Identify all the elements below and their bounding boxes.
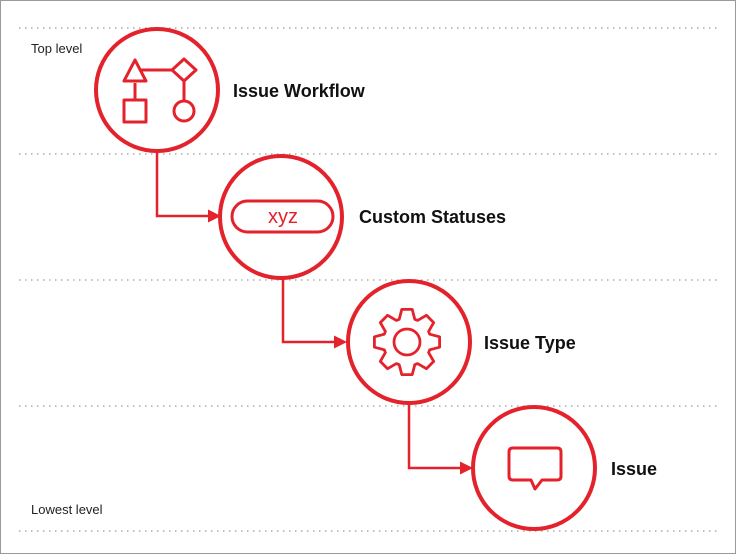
node-label-statuses: Custom Statuses — [359, 207, 507, 227]
node-circle-workflow — [94, 27, 220, 153]
status-pill-icon: xyz — [230, 199, 335, 234]
node-label-issue: Issue — [611, 459, 658, 479]
top-level-label: Top level — [31, 41, 83, 56]
node-label-issue-type: Issue Type — [484, 333, 576, 353]
arrowhead — [334, 335, 347, 349]
arrowhead — [208, 209, 221, 223]
status-pill-text: xyz — [268, 206, 298, 228]
lowest-level-label: Lowest level — [31, 502, 103, 517]
workflow-icon — [122, 57, 198, 124]
arrowhead — [460, 461, 473, 475]
gear-icon — [373, 308, 441, 376]
connector-arrow — [281, 277, 336, 344]
speech-bubble-icon — [507, 446, 563, 491]
connector-arrow — [155, 151, 210, 218]
node-label-workflow: Issue Workflow — [233, 81, 365, 101]
node-circle-issue — [471, 405, 597, 531]
node-circle-issue-type — [346, 279, 472, 405]
node-circle-statuses — [218, 154, 344, 280]
connector-arrow — [407, 403, 462, 470]
